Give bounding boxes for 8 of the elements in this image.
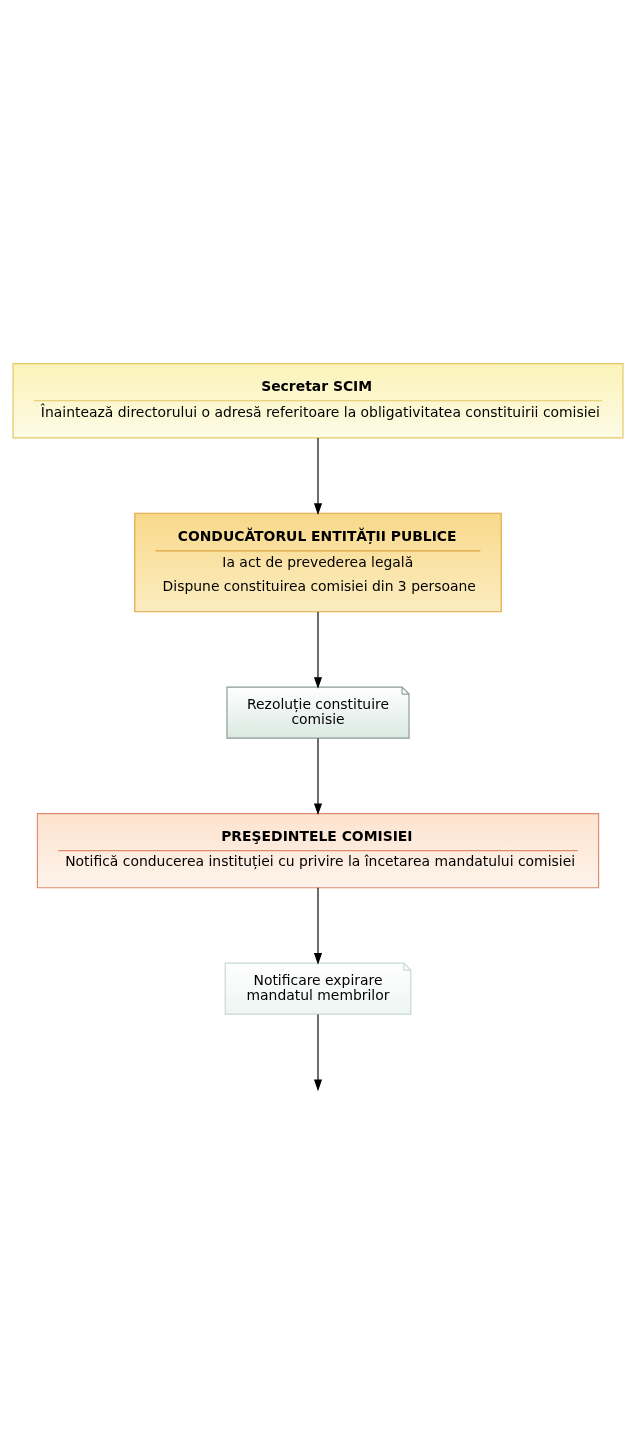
node-box: Secretar SCIM Înaintează directorului o adresă referitoare la obligativitatea constituirii comisiei [12, 363, 624, 439]
node-box: PREŞEDINTELE COMISIEI Notifică conducerea instituției cu privire la încetarea mandatului comisiei [36, 812, 600, 889]
arrow [313, 737, 323, 816]
arrow [313, 887, 323, 965]
arrow [313, 437, 323, 515]
arrow [313, 1013, 323, 1092]
arrow [313, 611, 323, 689]
node-box: CONDUCĂTORUL ENTITĂȚII PUBLICE Ia act de prevederea legală Dispune constituirea comisiei din 3 persoane [134, 512, 502, 613]
